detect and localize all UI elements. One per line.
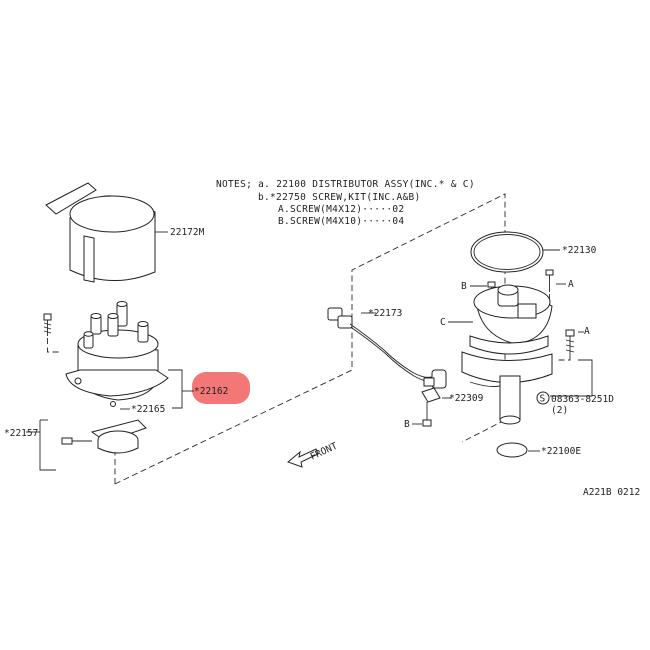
- label-B-lower: B: [404, 419, 410, 430]
- label-A-upper: A: [568, 279, 574, 290]
- screw-A-right[interactable]: A: [556, 326, 590, 361]
- callout-22162[interactable]: *22162: [168, 369, 228, 409]
- oring-22130[interactable]: *22130: [470, 231, 597, 273]
- notes-block: NOTES; a. 22100 DISTRIBUTOR ASSY(INC.* &…: [216, 179, 475, 227]
- rotor-22157[interactable]: *22157: [4, 419, 147, 471]
- label-A-right: A: [584, 326, 590, 337]
- label-22100E: *22100E: [541, 446, 581, 457]
- label-B-upper: B: [461, 281, 467, 292]
- cap-seal-22165[interactable]: *22165: [110, 401, 166, 416]
- cap-screw-left[interactable]: [43, 313, 62, 353]
- notes-line-4: B.SCREW(M4X10)·····04: [278, 216, 404, 227]
- notes-line-1: NOTES; a. 22100 DISTRIBUTOR ASSY(INC.* &…: [216, 179, 475, 190]
- symbol-S: S: [540, 394, 546, 405]
- highlight-22162: [192, 372, 250, 404]
- notes-line-3: A.SCREW(M4X12)·····02: [278, 204, 404, 215]
- label-C: C: [440, 317, 446, 328]
- distributor-cover-22172M[interactable]: 22172M: [45, 182, 205, 283]
- label-22173: *22173: [368, 308, 402, 319]
- label-22165: *22165: [131, 404, 165, 415]
- label-08363-qty: (2): [551, 405, 568, 416]
- front-arrow: FRONT: [287, 441, 340, 468]
- figure-code: A221B 0212: [583, 487, 640, 498]
- oring-22100E[interactable]: *22100E: [496, 442, 581, 458]
- label-22309: *22309: [449, 393, 484, 404]
- label-22157: *22157: [4, 428, 38, 439]
- harness-22173[interactable]: *22173: [327, 307, 447, 389]
- assembly-outline: [114, 193, 506, 485]
- distributor-cap-22162[interactable]: [65, 301, 169, 401]
- notes-line-2: b.*22750 SCREW,KIT(INC.A&B): [258, 192, 421, 203]
- label-22130: *22130: [562, 245, 597, 256]
- label-22162: *22162: [194, 386, 228, 397]
- clamp-22309[interactable]: *22309 B: [404, 387, 484, 430]
- screw-08363-8251D[interactable]: S 08363-8251D (2): [536, 359, 614, 416]
- label-22172M: 22172M: [170, 227, 205, 238]
- label-08363-8251D: 08363-8251D: [551, 394, 614, 405]
- front-label: FRONT: [309, 441, 340, 463]
- distributor-body[interactable]: C: [440, 284, 553, 425]
